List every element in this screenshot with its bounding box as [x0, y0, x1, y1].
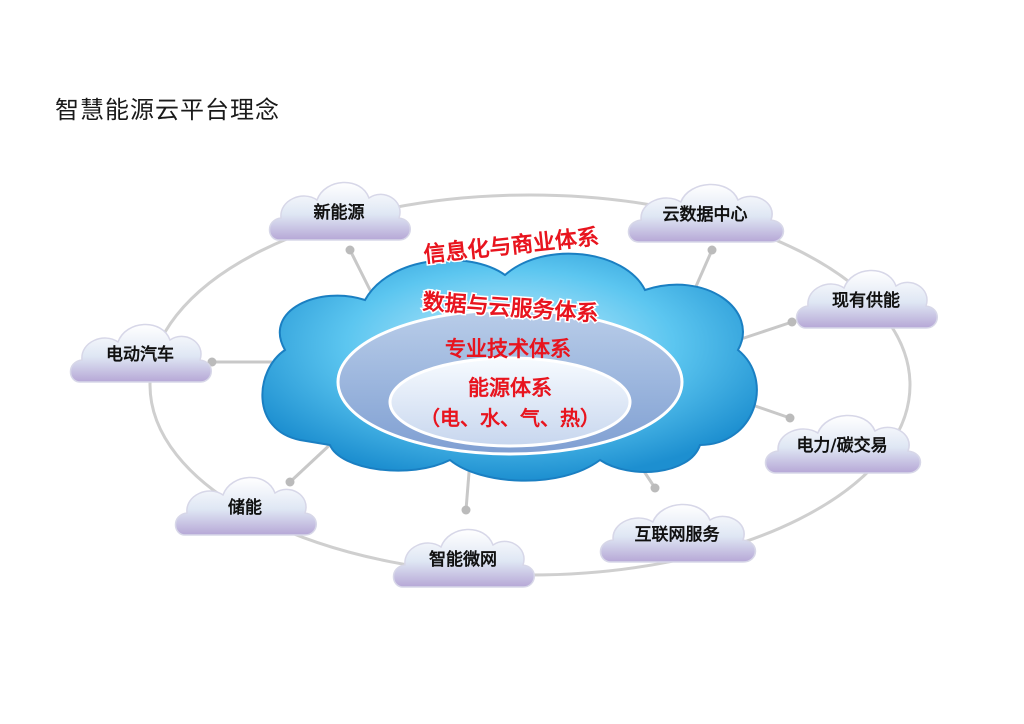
energy-core	[388, 356, 632, 448]
satellite-electric-vehicle: 电动汽车	[69, 323, 213, 383]
core-sub-label: （电、水、气、热）	[420, 406, 600, 430]
satellite-new-energy: 新能源	[268, 181, 412, 241]
satellite-power-carbon-trading: 电力/碳交易	[764, 414, 922, 474]
connector-dots	[207, 245, 797, 515]
satellite-internet-services: 互联网服务	[599, 503, 757, 563]
satellite-label: 新能源	[314, 202, 365, 223]
satellite-label: 储能	[228, 497, 262, 518]
satellite-smart-microgrid: 智能微网	[392, 528, 536, 588]
satellite-label: 互联网服务	[635, 524, 721, 545]
satellite-label: 电力/碳交易	[796, 435, 887, 456]
page-title: 智慧能源云平台理念	[55, 96, 280, 124]
satellite-label: 智能微网	[429, 549, 497, 570]
satellite-label: 电动汽车	[106, 344, 174, 365]
satellite-energy-storage: 储能	[174, 476, 318, 536]
satellite-existing-supply: 现有供能	[795, 269, 939, 329]
satellite-cloud-datacenter: 云数据中心	[627, 183, 785, 243]
core-label: 能源体系	[468, 376, 552, 400]
satellite-label: 现有供能	[832, 290, 900, 311]
satellite-label: 云数据中心	[663, 204, 748, 225]
ring2-label: 专业技术体系	[445, 337, 571, 361]
